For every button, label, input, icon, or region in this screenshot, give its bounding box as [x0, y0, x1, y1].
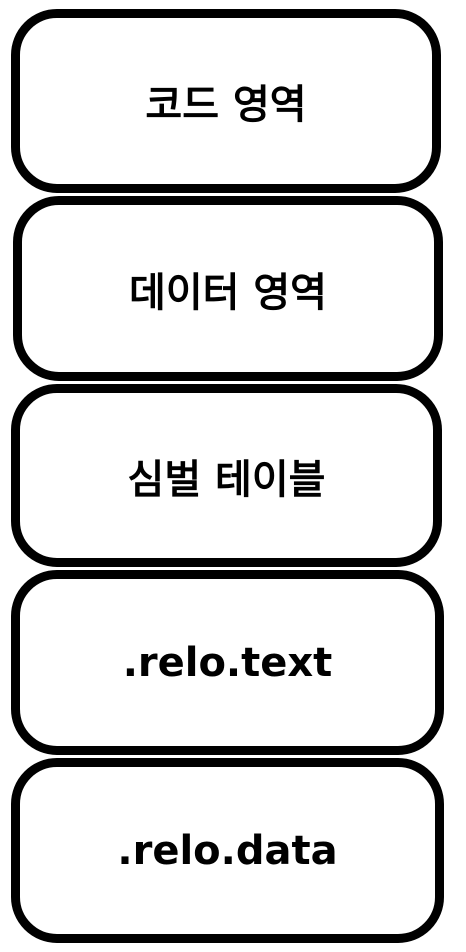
- symbol-table-label: 심벌 테이블: [127, 456, 326, 503]
- relo-data-label: .relo.data: [117, 827, 338, 874]
- relo-data-block: .relo.data: [11, 758, 444, 943]
- code-section-label: 코드 영역: [145, 82, 307, 128]
- data-section-block: 데이터 영역: [13, 196, 443, 381]
- data-section-label: 데이터 영역: [129, 269, 327, 316]
- relo-text-label: .relo.text: [122, 639, 333, 686]
- symbol-table-block: 심벌 테이블: [11, 384, 442, 567]
- relo-text-block: .relo.text: [11, 570, 444, 755]
- code-section-block: 코드 영역: [11, 9, 441, 193]
